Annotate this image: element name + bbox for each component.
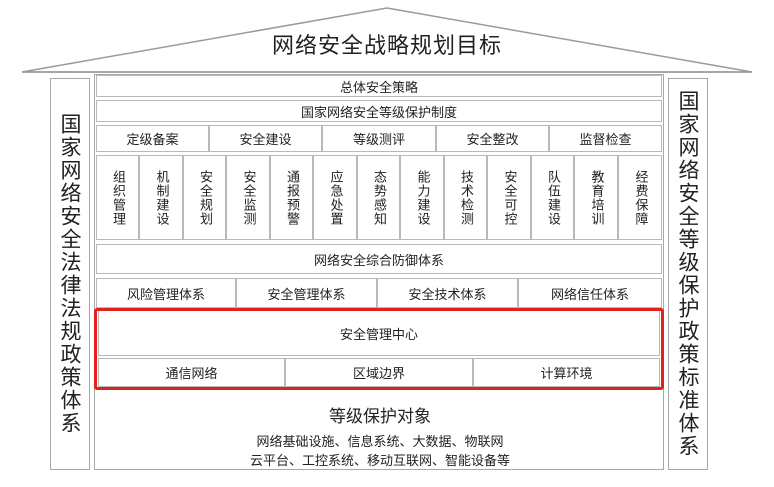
measure-cell: 经费保障 (618, 155, 662, 240)
roof (21, 7, 753, 73)
subsystem-label: 安全技术体系 (408, 287, 487, 303)
measure-label: 机制建设 (153, 169, 169, 226)
zone-cell: 通信网络 (98, 358, 285, 387)
subsystem-label: 网络信任体系 (550, 287, 629, 303)
zone-label: 计算环境 (540, 367, 593, 382)
measure-label: 教育培训 (588, 169, 604, 226)
measure-label: 应急处置 (327, 169, 343, 226)
left-pillar-label: 国家网络安全法律法规政策体系 (58, 113, 82, 435)
measure-label: 能力建设 (414, 169, 430, 226)
measure-label: 态势感知 (371, 169, 386, 226)
measure-label: 组织管理 (110, 169, 125, 226)
security-management-center-label: 安全管理中心 (339, 327, 418, 343)
measure-label: 安全可控 (501, 169, 517, 226)
measure-cell: 组织管理 (96, 155, 139, 240)
right-pillar: 国家网络安全等级保护政策标准体系 (668, 78, 708, 470)
measure-label: 技术检测 (458, 169, 473, 226)
subsystem-label: 安全管理体系 (267, 287, 346, 303)
right-pillar-label: 国家网络安全等级保护政策标准体系 (676, 90, 700, 458)
measure-cell: 安全可控 (487, 155, 531, 240)
protected-objects-title: 等级保护对象 (329, 407, 431, 427)
measure-label: 通报预警 (284, 169, 299, 226)
phase-cell: 等级测评 (322, 125, 436, 152)
left-pillar: 国家网络安全法律法规政策体系 (50, 78, 90, 470)
zone-label: 区域边界 (352, 367, 405, 382)
phase-cell: 安全整改 (436, 125, 549, 152)
defense-system: 网络安全综合防御体系 (96, 244, 662, 274)
phase-label: 等级测评 (352, 133, 405, 148)
defense-system-label: 网络安全综合防御体系 (313, 253, 444, 269)
measure-cell: 通报预警 (270, 155, 313, 240)
phase-cell: 监督检查 (549, 125, 662, 152)
measure-label: 经费保障 (632, 169, 648, 226)
phase-label: 定级备案 (126, 133, 179, 148)
protected-objects-line-1: 网络基础设施、信息系统、大数据、物联网 (256, 435, 504, 450)
measure-label: 安全监测 (240, 169, 256, 226)
subsystem-cell: 安全管理体系 (236, 278, 377, 308)
roof-title: 网络安全战略规划目标 (271, 34, 502, 59)
subsystem-label: 风险管理体系 (126, 287, 205, 303)
measure-label: 队伍建设 (545, 169, 560, 226)
measure-cell: 安全规划 (183, 155, 226, 240)
security-management-center: 安全管理中心 (98, 310, 660, 356)
measure-cell: 安全监测 (226, 155, 270, 240)
measure-label: 安全规划 (197, 169, 212, 226)
measure-cell: 队伍建设 (531, 155, 574, 240)
protected-objects-line-2: 云平台、工控系统、移动互联网、智能设备等 (249, 454, 510, 469)
zone-cell: 计算环境 (473, 358, 660, 387)
subsystem-cell: 安全技术体系 (377, 278, 518, 308)
measure-cell: 能力建设 (400, 155, 444, 240)
subsystem-cell: 网络信任体系 (518, 278, 662, 308)
overall-strategy: 总体安全策略 (96, 75, 662, 97)
phase-cell: 安全建设 (209, 125, 322, 152)
zone-cell: 区域边界 (285, 358, 473, 387)
highlight-box (94, 308, 664, 390)
center-frame (94, 74, 664, 470)
measure-cell: 技术检测 (444, 155, 487, 240)
measure-cell: 应急处置 (313, 155, 357, 240)
zone-label: 通信网络 (165, 367, 218, 382)
phase-label: 安全建设 (239, 133, 292, 148)
measure-cell: 态势感知 (357, 155, 400, 240)
protection-system: 国家网络安全等级保护制度 (96, 100, 662, 122)
measure-cell: 机制建设 (139, 155, 183, 240)
phase-cell: 定级备案 (96, 125, 209, 152)
subsystem-cell: 风险管理体系 (96, 278, 236, 308)
measure-cell: 教育培训 (574, 155, 618, 240)
phase-label: 监督检查 (579, 133, 632, 148)
protection-system-label: 国家网络安全等级保护制度 (300, 105, 457, 121)
overall-strategy-label: 总体安全策略 (339, 80, 418, 96)
phase-label: 安全整改 (466, 133, 519, 148)
